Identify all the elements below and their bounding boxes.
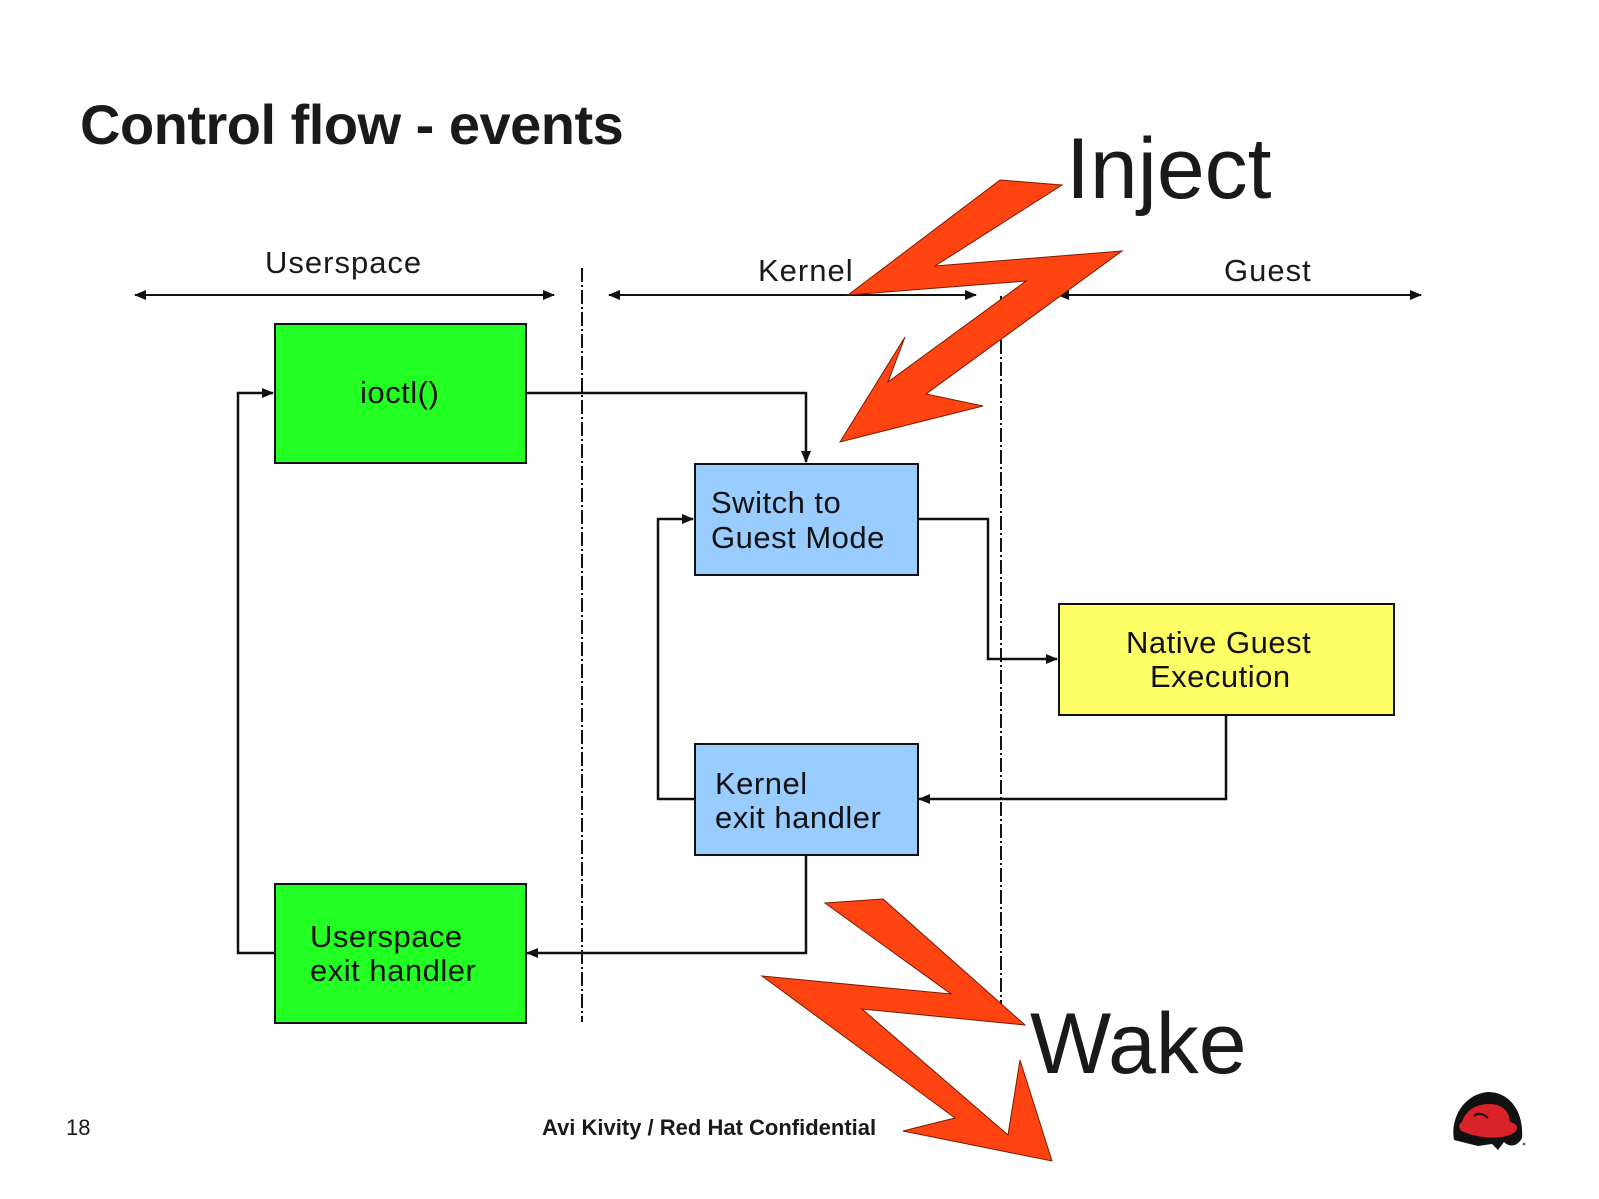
wake-label: Wake: [1030, 996, 1247, 1092]
native-box-line1: Native Guest: [1126, 625, 1312, 660]
inject-label: Inject: [1066, 121, 1272, 217]
red-hat-logo-icon: [1453, 1092, 1526, 1150]
kernel-exit-box-line2: exit handler: [715, 800, 882, 835]
region-label-userspace: Userspace: [265, 245, 423, 280]
region-label-guest: Guest: [1224, 253, 1312, 288]
ioctl-box: ioctl(): [274, 323, 527, 464]
switch-to-guest-mode-box: Switch to Guest Mode: [694, 463, 919, 576]
userspace-exit-box-line2: exit handler: [310, 953, 477, 988]
region-label-kernel: Kernel: [758, 253, 854, 288]
connector-switch-to-native: [918, 517, 1058, 664]
switch-box-line2: Guest Mode: [711, 520, 885, 555]
page-number: 18: [66, 1115, 91, 1140]
connector-userspace-exit-to-ioctl: [236, 388, 274, 955]
ioctl-box-label: ioctl(): [360, 375, 440, 410]
switch-box-line1: Switch to: [711, 485, 842, 520]
kernel-exit-box-line1: Kernel: [715, 766, 808, 801]
connector-native-to-kernel-exit: [918, 715, 1228, 804]
native-guest-execution-box: Native Guest Execution: [1058, 603, 1395, 716]
inject-lightning-bolt: [838, 179, 1124, 443]
connector-ioctl-to-switch: [526, 391, 811, 463]
userspace-exit-box-line1: Userspace: [310, 919, 463, 954]
slide-title: Control flow - events: [80, 93, 624, 156]
footer-attribution: Avi Kivity / Red Hat Confidential: [542, 1115, 877, 1140]
userspace-exit-handler-box: Userspace exit handler: [274, 883, 527, 1024]
connector-kernel-exit-to-userspace-exit: [526, 855, 808, 958]
connector-kernel-exit-to-switch: [656, 514, 694, 801]
native-box-line2: Execution: [1150, 659, 1291, 694]
kernel-exit-handler-box: Kernel exit handler: [694, 743, 919, 856]
wake-lightning-bolt: [760, 898, 1053, 1162]
